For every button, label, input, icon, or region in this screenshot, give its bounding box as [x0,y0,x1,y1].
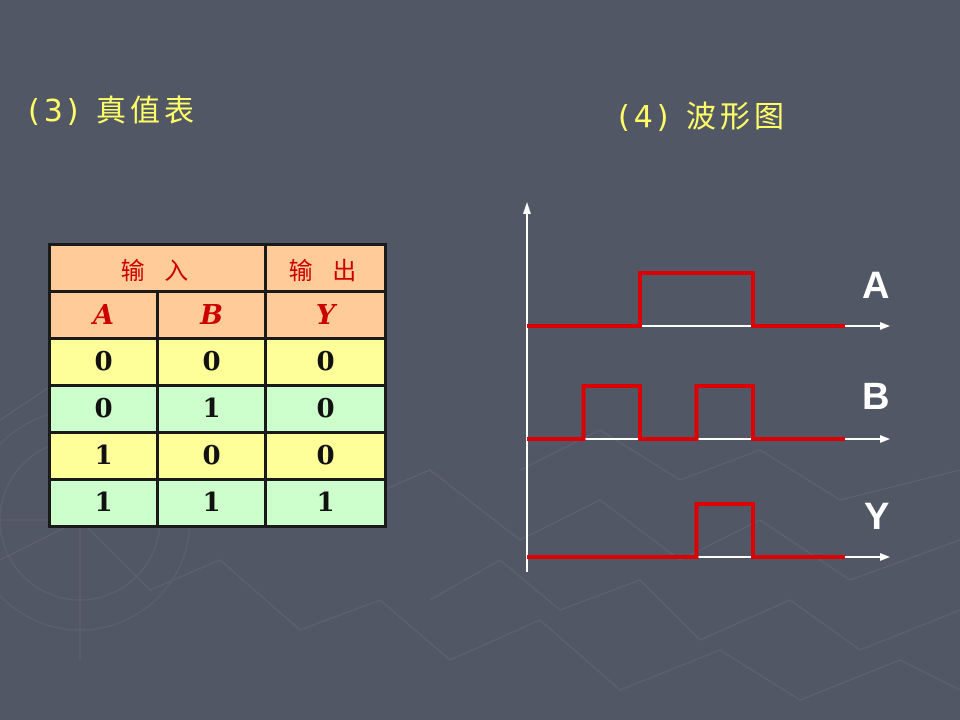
truth-table-heading: (3) 真值表 [28,94,199,129]
table-cell: 1 [48,431,159,481]
time-axis-arrow-icon [880,322,890,330]
table-cell: 1 [156,478,267,528]
signal-a-label: A [862,265,889,307]
table-row: 1 0 0 [48,431,387,481]
vertical-axis-arrow-icon [523,202,531,214]
table-cell: 0 [264,337,387,387]
table-cell: 1 [264,478,387,528]
output-header: 输 出 [264,243,387,293]
table-cell: 0 [48,384,159,434]
truth-table: 输 入 输 出 A B Y 0 0 0 0 1 0 1 0 0 1 1 1 [48,243,387,528]
table-row: 0 1 0 [48,384,387,434]
table-cell: 0 [156,337,267,387]
signal-y-label: Y [864,496,889,538]
table-row: 0 0 0 [48,337,387,387]
truth-table-variable-row: A B Y [48,290,387,340]
table-cell: 0 [48,337,159,387]
variable-b-header: B [156,290,267,340]
table-cell: 1 [156,384,267,434]
inputs-header: 输 入 [48,243,267,293]
table-cell: 0 [156,431,267,481]
table-cell: 1 [48,478,159,528]
time-axis-arrow-icon [880,553,890,561]
table-cell: 0 [264,431,387,481]
signal-b-trace [527,384,845,441]
signal-a-trace [527,271,845,328]
table-row: 1 1 1 [48,478,387,528]
variable-y-header: Y [264,290,387,340]
variable-a-header: A [48,290,159,340]
time-axis-arrow-icon [880,435,890,443]
signal-b-label: B [862,376,889,418]
signal-y-trace [527,502,845,559]
waveform-heading: (4) 波形图 [618,100,789,135]
truth-table-group-header-row: 输 入 输 出 [48,243,387,293]
table-cell: 0 [264,384,387,434]
